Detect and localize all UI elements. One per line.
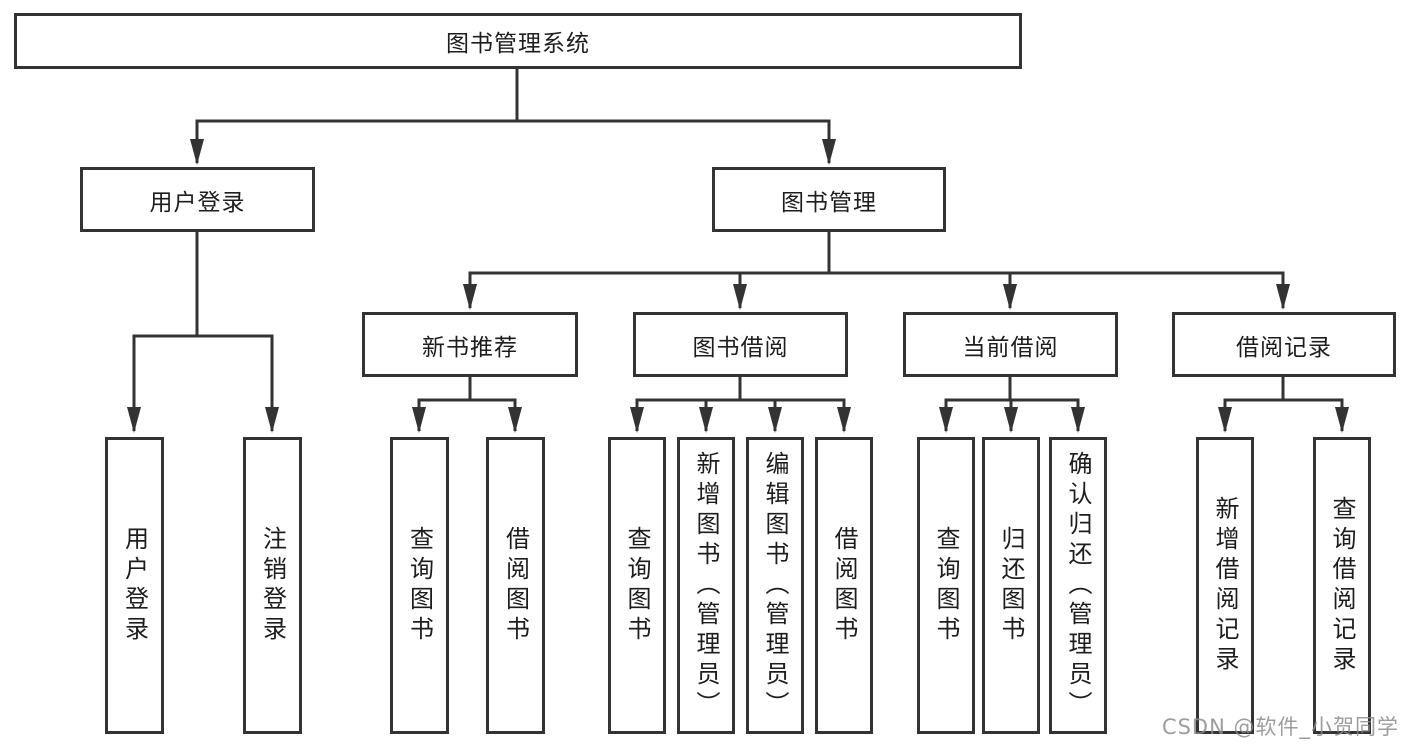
node-label: 新书推荐 xyxy=(422,334,518,361)
leaf-bb-query-books: 查询图书 xyxy=(608,437,666,734)
node-label: 当前借阅 xyxy=(962,334,1059,361)
node-label: 归还图书 xyxy=(997,525,1025,646)
leaf-user-login: 用户登录 xyxy=(105,437,164,734)
leaf-bb-add-books: 新增图书（管理员） xyxy=(677,437,735,734)
node-label: 图书管理 xyxy=(781,189,877,216)
node-current-borrowing: 当前借阅 xyxy=(903,312,1118,377)
node-label: 查询图书 xyxy=(623,525,651,646)
leaf-cb-confirm-return: 确认归还（管理员） xyxy=(1049,437,1107,734)
node-label: 借阅图书 xyxy=(501,525,530,646)
leaf-add-borrow-record: 新增借阅记录 xyxy=(1196,437,1254,734)
node-label: 图书管理系统 xyxy=(446,31,590,57)
leaf-bb-borrow-books: 借阅图书 xyxy=(815,437,873,734)
leaf-logout: 注销登录 xyxy=(243,437,302,734)
node-label: 编辑图书（管理员） xyxy=(761,450,789,721)
leaf-cb-query-books: 查询图书 xyxy=(917,437,975,734)
leaf-cb-return-books: 归还图书 xyxy=(982,437,1040,734)
node-user-login-branch: 用户登录 xyxy=(80,167,315,232)
node-label: 用户登录 xyxy=(149,189,246,216)
node-label: 确认归还（管理员） xyxy=(1064,450,1092,721)
node-borrowing-records: 借阅记录 xyxy=(1172,312,1396,377)
node-label: 新增图书（管理员） xyxy=(692,450,720,721)
node-label: 图书借阅 xyxy=(692,334,789,361)
node-label: 查询图书 xyxy=(405,525,434,646)
node-library-management-system: 图书管理系统 xyxy=(14,13,1022,69)
node-label: 注销登录 xyxy=(258,525,287,646)
node-label: 用户登录 xyxy=(120,525,149,646)
node-label: 借阅记录 xyxy=(1236,334,1332,361)
leaf-nb-query-books: 查询图书 xyxy=(390,437,449,734)
node-label: 新增借阅记录 xyxy=(1211,495,1239,676)
node-label: 查询图书 xyxy=(932,525,960,646)
node-book-management: 图书管理 xyxy=(712,167,946,232)
node-book-borrowing: 图书借阅 xyxy=(633,312,848,377)
leaf-query-borrow-record: 查询借阅记录 xyxy=(1313,437,1371,734)
csdn-watermark: CSDN @软件_小贺同学 xyxy=(1161,715,1399,739)
node-label: 借阅图书 xyxy=(830,525,858,646)
leaf-bb-edit-books: 编辑图书（管理员） xyxy=(746,437,804,734)
node-label: 查询借阅记录 xyxy=(1328,495,1356,676)
node-new-book-recommend: 新书推荐 xyxy=(362,312,578,377)
leaf-nb-borrow-books: 借阅图书 xyxy=(486,437,545,734)
